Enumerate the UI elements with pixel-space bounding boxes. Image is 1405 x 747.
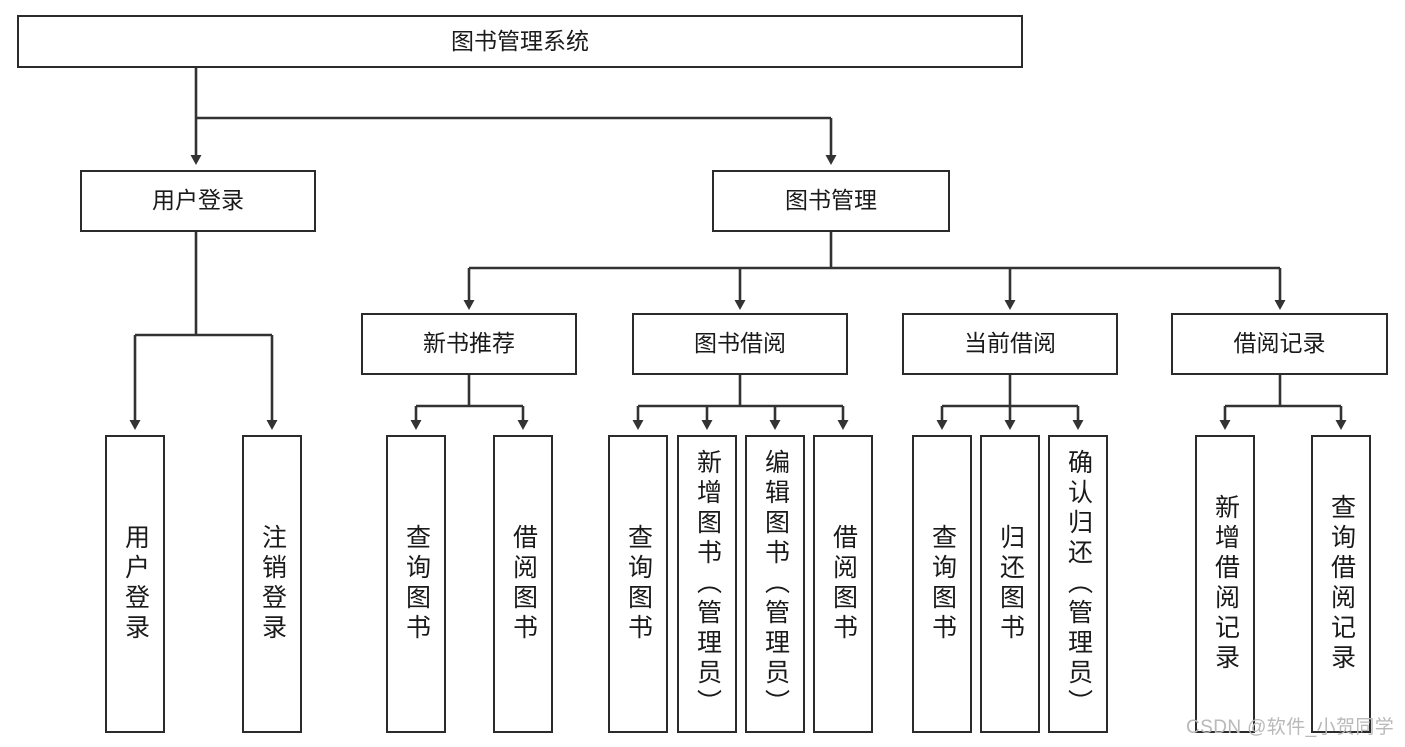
node-current-borrow[interactable]: 当前借阅	[902, 313, 1118, 375]
leaf-borrow-record-query[interactable]: 查询借阅记录	[1311, 435, 1371, 733]
csdn-watermark: CSDN @软件_小贺同学	[1186, 717, 1395, 738]
leaf-book-borrow-borrow[interactable]: 借阅图书	[813, 435, 873, 733]
leaf-borrow-record-add-label: 新增借阅记录	[1211, 494, 1240, 674]
node-new-book-recommend[interactable]: 新书推荐	[361, 313, 577, 375]
leaf-current-borrow-confirm-return-label: 确认归还（管理员）	[1064, 449, 1093, 719]
node-root-system-label: 图书管理系统	[451, 27, 589, 54]
leaf-current-borrow-return[interactable]: 归还图书	[980, 435, 1040, 733]
leaf-book-borrow-edit-label: 编辑图书（管理员）	[761, 449, 790, 719]
leaf-book-borrow-query-label: 查询图书	[624, 524, 653, 644]
leaf-user-login-logout-label: 注销登录	[258, 524, 287, 644]
node-current-borrow-label: 当前借阅	[964, 330, 1056, 357]
leaf-user-login-signin-label: 用户登录	[121, 524, 150, 644]
leaf-user-login-signin[interactable]: 用户登录	[105, 435, 165, 733]
node-borrow-record-label: 借阅记录	[1233, 330, 1326, 357]
leaf-user-login-logout[interactable]: 注销登录	[242, 435, 302, 733]
node-user-login-label: 用户登录	[152, 187, 244, 214]
leaf-book-borrow-edit[interactable]: 编辑图书（管理员）	[745, 435, 805, 733]
leaf-book-borrow-add[interactable]: 新增图书（管理员）	[677, 435, 737, 733]
leaf-borrow-record-add[interactable]: 新增借阅记录	[1195, 435, 1255, 733]
leaf-new-book-query[interactable]: 查询图书	[386, 435, 446, 733]
node-book-borrow-label: 图书借阅	[694, 330, 786, 357]
leaf-current-borrow-return-label: 归还图书	[996, 524, 1025, 644]
leaf-current-borrow-query-label: 查询图书	[928, 524, 957, 644]
leaf-current-borrow-query[interactable]: 查询图书	[912, 435, 972, 733]
leaf-new-book-borrow-label: 借阅图书	[509, 524, 538, 644]
leaf-new-book-query-label: 查询图书	[402, 524, 431, 644]
node-borrow-record[interactable]: 借阅记录	[1171, 313, 1388, 375]
node-user-login[interactable]: 用户登录	[80, 170, 316, 232]
node-book-management-label: 图书管理	[785, 187, 877, 214]
leaf-new-book-borrow[interactable]: 借阅图书	[493, 435, 553, 733]
leaf-book-borrow-add-label: 新增图书（管理员）	[693, 449, 722, 719]
leaf-book-borrow-query[interactable]: 查询图书	[608, 435, 668, 733]
node-book-borrow[interactable]: 图书借阅	[632, 313, 848, 375]
node-new-book-recommend-label: 新书推荐	[423, 330, 515, 357]
node-root-system[interactable]: 图书管理系统	[17, 15, 1023, 68]
leaf-current-borrow-confirm-return[interactable]: 确认归还（管理员）	[1048, 435, 1108, 733]
node-book-management[interactable]: 图书管理	[712, 170, 950, 232]
leaf-book-borrow-borrow-label: 借阅图书	[829, 524, 858, 644]
leaf-borrow-record-query-label: 查询借阅记录	[1327, 494, 1356, 674]
